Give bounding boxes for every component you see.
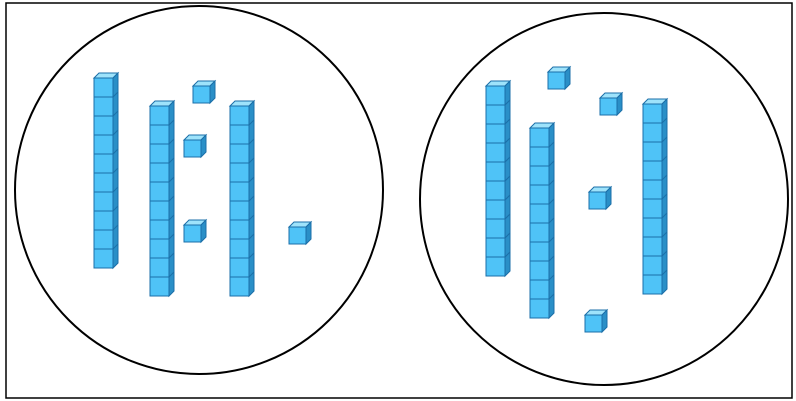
- right-group-blocks: [484, 65, 669, 334]
- right-group-unit-cube-1: [546, 65, 572, 91]
- left-group-unit-cube-3: [182, 218, 208, 244]
- left-group-ten-rod-1: [92, 71, 120, 270]
- right-group-unit-cube-4: [583, 308, 609, 334]
- right-group-unit-cube-2: [598, 91, 624, 117]
- left-group-unit-cube-4: [287, 220, 313, 246]
- left-group: [14, 5, 384, 375]
- left-group-unit-cube-1: [191, 79, 217, 105]
- left-group-ten-rod-2: [148, 99, 176, 298]
- left-group-circle: [14, 5, 384, 375]
- left-group-blocks: [92, 71, 313, 298]
- right-group-ten-rod-1: [484, 79, 512, 278]
- left-group-unit-cube-2: [182, 133, 208, 159]
- right-group-unit-cube-3: [587, 185, 613, 211]
- left-group-ten-rod-3: [228, 99, 256, 298]
- right-group: [419, 12, 789, 386]
- outer-frame: [5, 2, 793, 399]
- right-group-ten-rod-3: [641, 97, 669, 296]
- right-group-circle: [419, 12, 789, 386]
- right-group-ten-rod-2: [528, 121, 556, 320]
